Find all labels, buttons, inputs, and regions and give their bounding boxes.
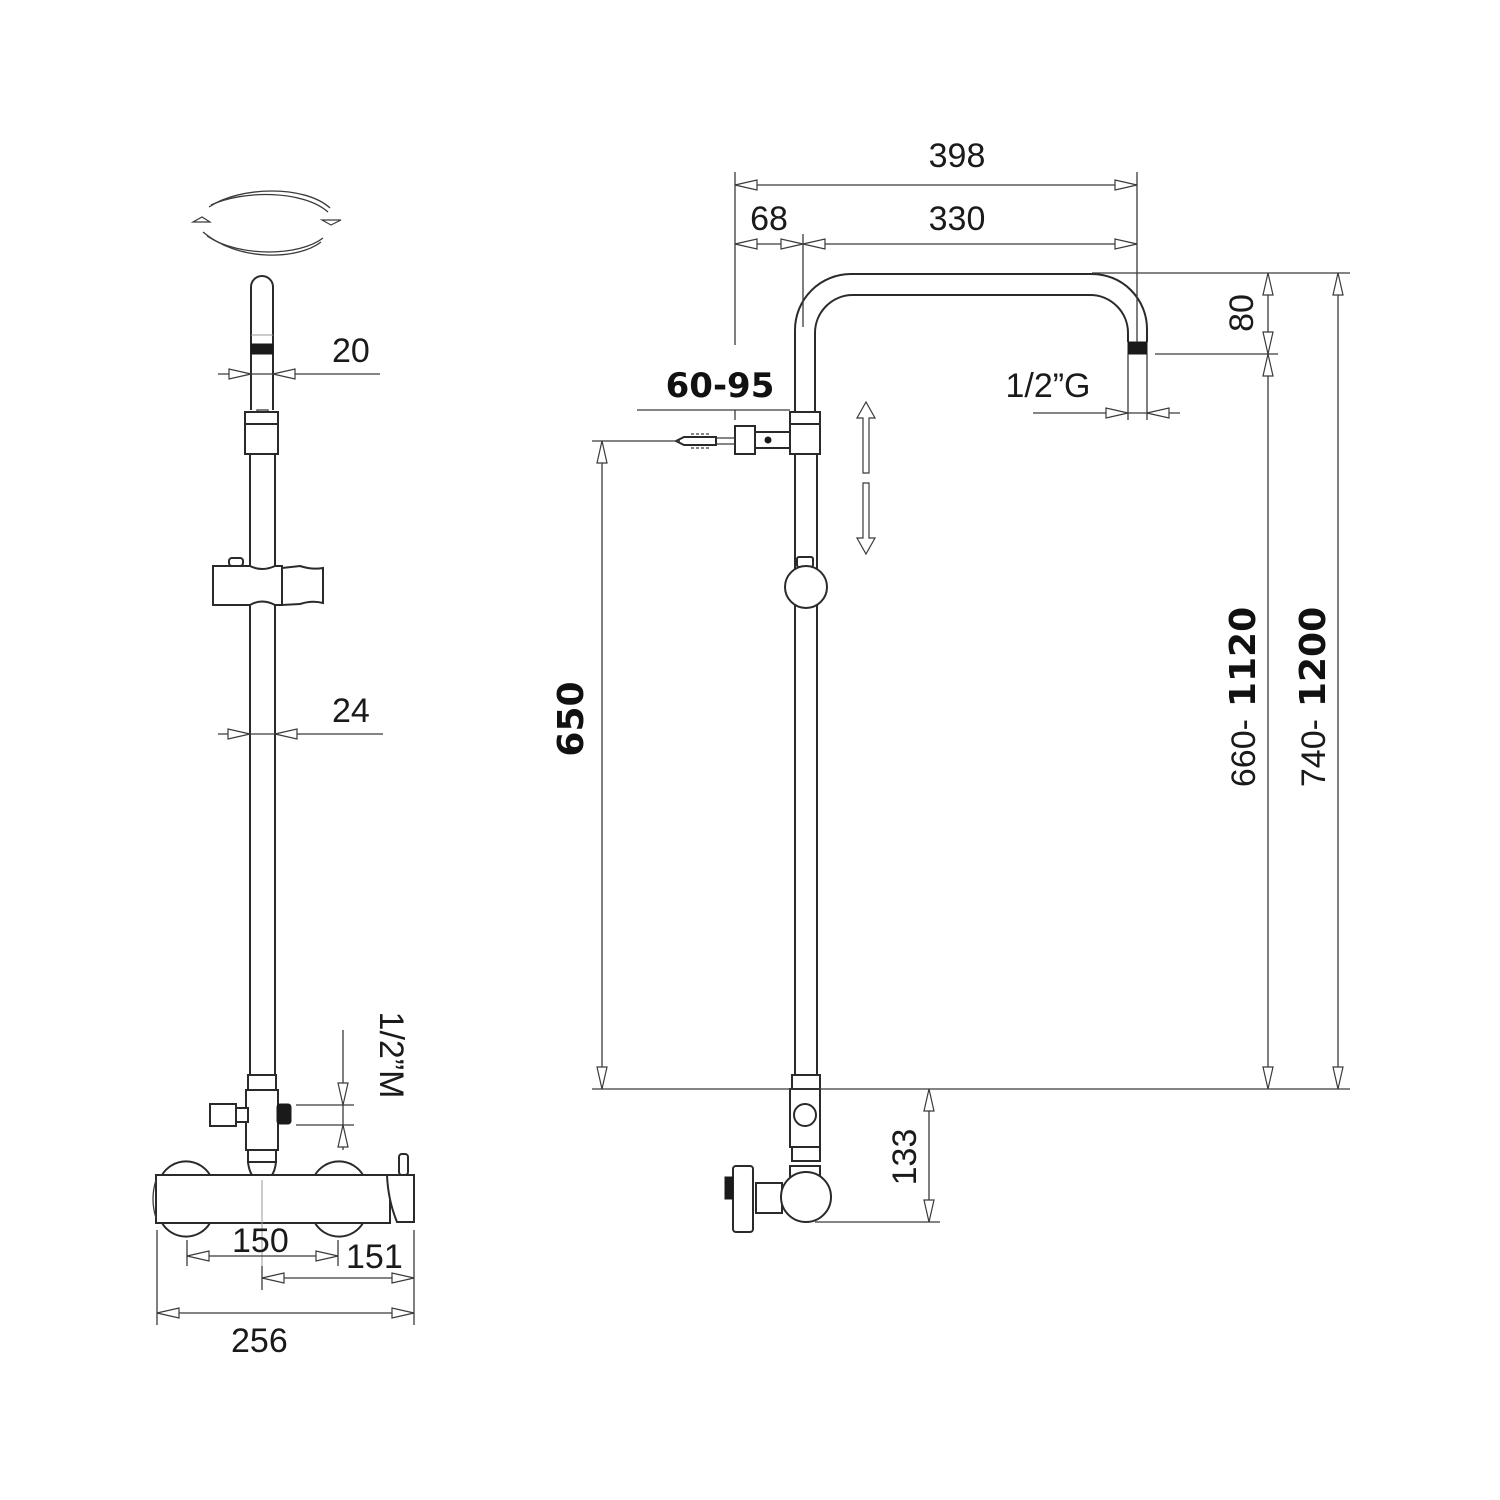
dim-label: 133 <box>886 1129 924 1186</box>
dim-label-prefix: 740- <box>1295 719 1333 787</box>
dim-hand-shower-diameter: 20 <box>218 332 380 380</box>
dim-center-to-edge: 151 <box>261 1238 415 1290</box>
dim-overall-height: 740- 1200 <box>1293 272 1344 1090</box>
dim-label: 398 <box>929 137 986 175</box>
hand-shower-band <box>250 343 274 355</box>
dim-overall-reach: 398 <box>734 137 1138 345</box>
mixer-side <box>724 1074 832 1233</box>
dim-label: 256 <box>231 1322 288 1360</box>
dim-label: 20 <box>332 332 370 370</box>
dim-label: 1/2”M <box>372 1012 410 1099</box>
outlet-band <box>276 1103 292 1125</box>
front-view: 20 24 1/2”M <box>152 190 415 1360</box>
dim-label: 68 <box>750 200 788 238</box>
dim-label: 740- 1200 <box>1293 607 1334 787</box>
dim-label: 151 <box>346 1238 403 1276</box>
dim-inlet-centers: 150 <box>186 1222 339 1266</box>
dim-mixer-height: 133 <box>815 1088 940 1223</box>
dim-label: 80 <box>1223 294 1261 332</box>
dim-outlet-thread: 1/2”M <box>296 1012 410 1150</box>
dim-label: 330 <box>929 200 986 238</box>
dim-label: 24 <box>332 692 370 730</box>
riser-pipe <box>794 454 818 1075</box>
dim-label: 660- 1120 <box>1223 607 1264 787</box>
wall-bracket <box>673 425 791 455</box>
dim-label: 150 <box>232 1222 289 1260</box>
dim-label: 1/2”G <box>1005 367 1090 405</box>
dim-label-max: 1120 <box>1223 607 1264 707</box>
rail-slider-side <box>784 556 828 609</box>
dim-arm-length: 330 <box>802 200 1138 250</box>
swivel-rotation-icon <box>190 190 342 256</box>
dim-overall-width: 256 <box>156 1230 415 1360</box>
dim-rail-diameter: 24 <box>218 692 383 740</box>
diverter <box>209 1074 292 1183</box>
dim-height-to-outlet: 660- 1120 <box>1223 353 1274 1090</box>
hand-shower-holder <box>244 411 279 455</box>
height-adjust-double-arrow-icon <box>855 400 877 556</box>
dim-label: 650 <box>551 681 592 756</box>
slide-rail <box>249 454 276 1075</box>
upper-connector <box>789 411 821 455</box>
dim-wall-bracket-adjust: 60-95 <box>637 366 790 420</box>
dim-wall-offset: 68 <box>734 200 1137 327</box>
dim-bracket-height: 650 <box>551 440 1350 1090</box>
side-view: 398 68 330 80 1/2”G <box>551 137 1350 1233</box>
dim-head-thread: 1/2”G <box>1005 367 1180 419</box>
rail-slider <box>212 557 324 607</box>
shower-arm <box>794 273 1148 420</box>
hand-shower <box>250 275 274 416</box>
dim-label-max: 1200 <box>1293 607 1334 707</box>
dim-label-prefix: 660- <box>1225 719 1263 787</box>
head-thread-band <box>1127 341 1148 355</box>
dim-label: 60-95 <box>666 366 775 406</box>
dim-arm-drop: 80 <box>1092 272 1350 355</box>
thermostatic-mixer <box>152 1153 415 1268</box>
